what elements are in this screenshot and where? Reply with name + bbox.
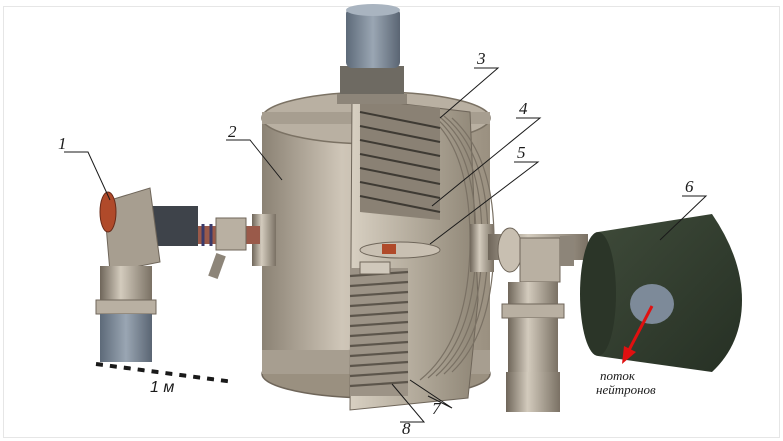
leader-6 xyxy=(659,195,708,241)
left-pump-body xyxy=(100,314,152,362)
label-8: 8 xyxy=(402,419,411,438)
disk-sample xyxy=(382,244,396,254)
label-6: 6 xyxy=(685,177,694,196)
leader-lines xyxy=(64,67,708,423)
detector-cylinder xyxy=(580,214,742,372)
top-cap xyxy=(346,8,400,68)
leader-1 xyxy=(64,151,111,201)
scale-bar-label: 1 м xyxy=(150,379,174,396)
leader-7 xyxy=(409,379,453,409)
scale-bar: 1 м xyxy=(95,361,235,396)
label-3: 3 xyxy=(476,49,486,68)
flux-caption-line2: нейтронов xyxy=(596,382,656,397)
flux-caption-line1: поток xyxy=(600,368,636,383)
leader-2 xyxy=(226,139,283,181)
left-valve xyxy=(215,217,247,251)
leader-3 xyxy=(439,67,500,119)
label-1: 1 xyxy=(58,134,67,153)
left-window xyxy=(99,191,117,233)
leader-5 xyxy=(429,161,540,245)
left-valve-handle xyxy=(208,253,226,279)
lower-coil-stack xyxy=(349,261,409,396)
left-assembly xyxy=(95,187,260,362)
inner-disk xyxy=(359,241,441,259)
label-7: 7 xyxy=(432,399,442,418)
top-cap-lid xyxy=(346,4,400,16)
upper-helix xyxy=(359,100,441,220)
neutron-flux-arrow xyxy=(622,305,654,364)
main-vessel xyxy=(252,4,495,411)
left-pump-flange xyxy=(100,266,152,300)
right-assembly xyxy=(488,227,588,412)
right-valve-handle xyxy=(560,236,574,266)
label-4: 4 xyxy=(519,99,528,118)
right-valve xyxy=(519,237,561,283)
label-5: 5 xyxy=(517,143,526,162)
leader-8 xyxy=(391,383,426,423)
right-pump-body xyxy=(508,318,558,372)
left-bracket xyxy=(103,187,161,273)
cylinder-window xyxy=(630,284,674,324)
cylinder-face xyxy=(580,232,616,356)
leader-4 xyxy=(431,117,542,207)
label-2: 2 xyxy=(228,122,237,141)
